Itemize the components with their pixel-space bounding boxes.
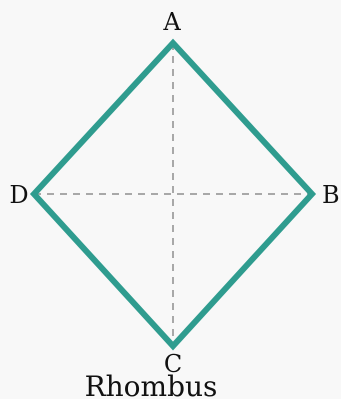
rhombus-outline xyxy=(29,38,317,351)
vertex-label-c: C xyxy=(164,350,182,378)
diagram-caption: Rhombus xyxy=(85,370,218,399)
vertex-label-d: D xyxy=(9,181,28,209)
vertex-label-b: B xyxy=(322,181,340,209)
vertex-label-a: A xyxy=(162,8,181,36)
